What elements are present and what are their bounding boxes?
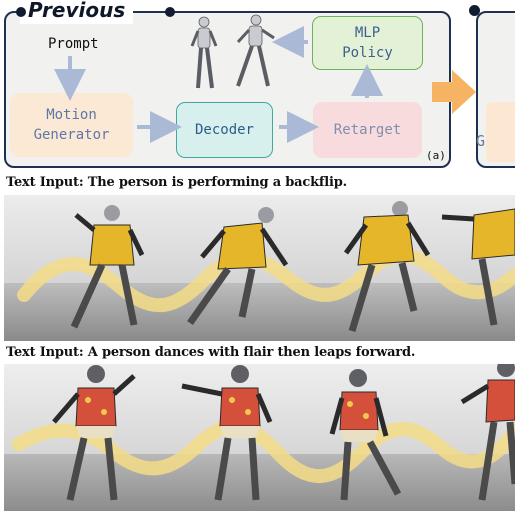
example-2-trajectory bbox=[12, 419, 515, 484]
example-2-robot-2 bbox=[181, 365, 273, 501]
decoder-node: Decoder bbox=[176, 102, 273, 158]
panel-tag: (a) bbox=[426, 149, 446, 162]
title-bullet-right bbox=[165, 7, 175, 17]
example-1-trajectory bbox=[17, 248, 515, 313]
title-bullet-left bbox=[16, 7, 26, 17]
next-pipeline-node-label: G bbox=[476, 132, 486, 150]
next-frame-bullet bbox=[469, 5, 480, 16]
example-2-robot-4 bbox=[460, 364, 515, 501]
example-2-image bbox=[4, 364, 515, 511]
mlp-policy-label-line2: Policy bbox=[342, 45, 393, 61]
mlp-policy-label-line1: MLP bbox=[354, 25, 381, 41]
retarget-node: Retarget bbox=[313, 102, 422, 158]
example-1-image bbox=[4, 195, 515, 341]
example-2-robot-3 bbox=[329, 369, 402, 501]
example-1-caption: Text Input: The person is performing a b… bbox=[6, 175, 347, 190]
example-1-robot-3 bbox=[343, 201, 431, 333]
example-2-robot-1 bbox=[52, 365, 136, 501]
prompt-label: Prompt bbox=[48, 36, 99, 52]
decoder-label: Decoder bbox=[194, 122, 254, 138]
motion-generator-label-line2: Generator bbox=[33, 127, 110, 143]
diagram-arrows bbox=[54, 14, 476, 143]
next-pipeline-node bbox=[486, 102, 515, 162]
mlp-policy-node: MLP Policy bbox=[312, 16, 423, 70]
retarget-label: Retarget bbox=[333, 122, 402, 138]
motion-generator-node: Motion Generator bbox=[10, 93, 133, 157]
robot-figure-walking bbox=[236, 14, 275, 87]
motion-generator-label-line1: Motion bbox=[46, 107, 97, 123]
example-2-caption: Text Input: A person dances with flair t… bbox=[6, 345, 416, 360]
diagram-title: Previous bbox=[20, 0, 134, 24]
big-transition-arrow bbox=[432, 70, 476, 114]
example-1-robot-2 bbox=[187, 207, 289, 326]
example-1-robot-4 bbox=[441, 208, 515, 326]
example-1-robot-1 bbox=[70, 205, 145, 329]
robot-figure-standing bbox=[190, 16, 218, 89]
